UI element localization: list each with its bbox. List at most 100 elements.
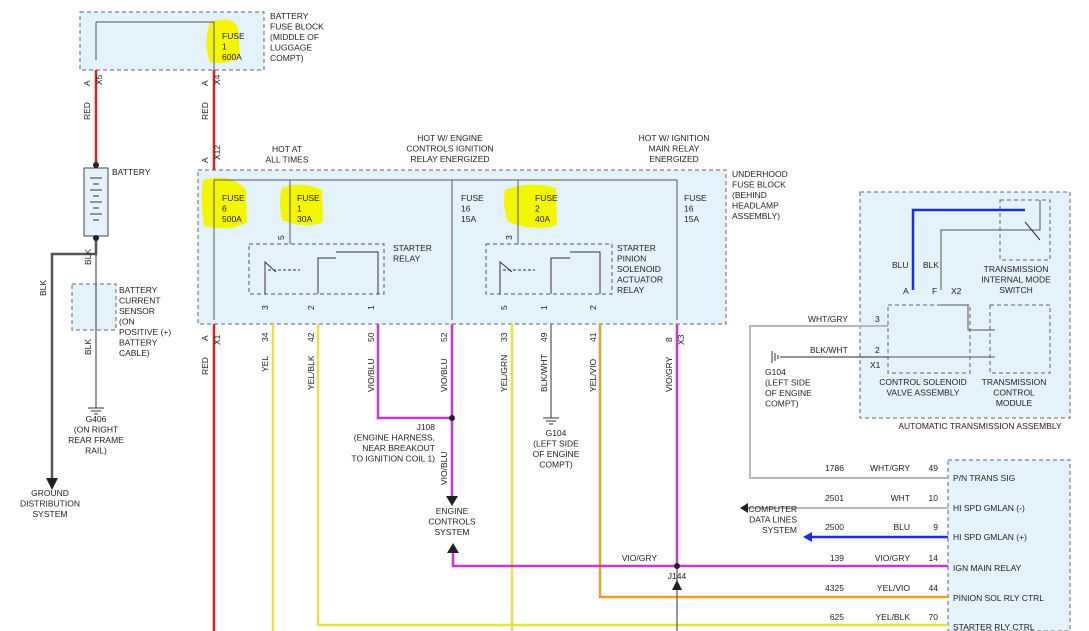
- fuse-6-line-2: 500A: [222, 214, 242, 224]
- ecm-name-5: STARTER RLY CTRL: [953, 622, 1035, 631]
- hot-all-times-line-1: ALL TIMES: [266, 155, 309, 165]
- connector-x1-trans: X1: [870, 360, 881, 370]
- connector-x3: X3: [676, 334, 686, 345]
- fuse-16-b-line-0: FUSE: [684, 193, 707, 203]
- wire-blk-wht-trans: BLK/WHT: [810, 345, 848, 355]
- battery-fuse-block-title-line-4: COMPT): [270, 53, 304, 63]
- underhood-label-line-3: HEADLAMP: [732, 201, 779, 211]
- pinion-relay-label-line-4: RELAY: [617, 285, 645, 295]
- pin-a-trans: A: [903, 286, 909, 296]
- mode-switch-label-line-1: INTERNAL MODE: [981, 275, 1051, 285]
- fuse-1-30a-line-1: 1: [297, 204, 302, 214]
- wire-red-3: RED: [200, 357, 210, 375]
- ecm-circuit-3: 139: [830, 553, 844, 563]
- battery-fuse-block-title-line-3: LUGGAGE: [270, 43, 312, 53]
- fuse-1-30a-line-0: FUSE: [297, 193, 320, 203]
- j108-dot: [449, 415, 455, 421]
- battery-label: BATTERY: [112, 167, 151, 177]
- ecm-connector-box: [947, 459, 1071, 631]
- starter-relay-label-line-1: RELAY: [393, 254, 421, 264]
- g406-label-line-0: G406: [86, 414, 107, 424]
- pin-p1: 1: [539, 305, 549, 310]
- g104-right-label-line-0: G104: [765, 367, 786, 377]
- pinion-relay-box: [485, 243, 613, 295]
- fuse-6-line-1: 6: [222, 204, 227, 214]
- g104-right-label-line-2: OF ENGINE: [765, 388, 812, 398]
- battery-sensor-label-line-2: SENSOR: [119, 306, 155, 316]
- battery-fuse-label-line-1: 1: [222, 42, 227, 52]
- ground-system-label-line-1: DISTRIBUTION: [20, 499, 80, 509]
- pinion-relay-label-line-2: SOLENOID: [617, 264, 661, 274]
- pin-p3: 3: [504, 235, 514, 240]
- hot-all-times-line-0: HOT AT: [272, 144, 302, 154]
- battery-fuse-label-line-0: FUSE: [222, 31, 245, 41]
- fuse-2-40a-line-2: 40A: [535, 214, 550, 224]
- fuse-16-b-line-1: 16: [684, 204, 694, 214]
- starter-relay-label-line-0: STARTER: [393, 243, 432, 253]
- mode-switch-internals: [1024, 221, 1041, 241]
- solenoid-label-line-1: VALVE ASSEMBLY: [886, 388, 960, 398]
- j108-label-line-1: (ENGINE HARNESS,: [354, 433, 435, 443]
- ground-system-label-line-0: GROUND: [31, 488, 69, 498]
- gmlan-plus-arrow: [803, 532, 812, 542]
- battery-fuse-block-title-line-1: FUSE BLOCK: [270, 22, 324, 32]
- engine-controls-label-line-1: CONTROLS: [428, 517, 476, 527]
- g104-right-label-line-1: (LEFT SIDE: [765, 378, 811, 388]
- j108-label-line-3: TO IGNITION COIL 1): [351, 454, 435, 464]
- engine-controls-arrow: [446, 496, 458, 506]
- g104-left-ground-icon: [543, 417, 559, 425]
- pin-50: 50: [366, 332, 376, 342]
- ecm-color-2: BLU: [893, 522, 910, 532]
- wire-vio-blu-2: VIO/BLU: [439, 358, 449, 392]
- computer-lines-label-line-1: DATA LINES: [749, 515, 797, 525]
- pin-r5: 5: [276, 235, 286, 240]
- wire-blk-trans: BLK: [923, 260, 939, 270]
- g104-left-label-line-0: G104: [546, 428, 567, 438]
- wire-red-2: RED: [200, 102, 210, 120]
- g406-label-line-2: REAR FRAME: [68, 435, 124, 445]
- j144-up-arrow: [672, 580, 682, 590]
- pin-49: 49: [539, 332, 549, 342]
- ecm-color-0: WHT/GRY: [870, 463, 910, 473]
- battery-sensor-label-line-0: BATTERY: [119, 285, 158, 295]
- ecm-circuit-5: 625: [830, 612, 844, 622]
- underhood-label-line-2: (BEHIND: [732, 190, 767, 200]
- battery-sensor-label-line-4: POSITIVE (+): [119, 327, 171, 337]
- solenoid-valve-box: [887, 304, 971, 374]
- battery-neg-dot: [93, 235, 99, 241]
- pinion-relay-label-line-0: STARTER: [617, 243, 656, 253]
- wire-vio-gry: VIO/GRY: [664, 356, 674, 392]
- pinion-relay-label-line-1: PINION: [617, 254, 646, 264]
- wire-blu-label: BLU: [892, 260, 909, 270]
- fuse-16-a-line-0: FUSE: [461, 193, 484, 203]
- mode-switch-label-line-0: TRANSMISSION: [984, 264, 1049, 274]
- pin-r2a: 2: [306, 305, 316, 310]
- pinion-relay-internals: [499, 251, 601, 294]
- pin-p5: 5: [499, 305, 509, 310]
- pin-p2: 2: [588, 305, 598, 310]
- pin-f-trans: F: [932, 286, 937, 296]
- engine-controls-label-line-2: SYSTEM: [435, 527, 470, 537]
- ecm-name-1: HI SPD GMLAN (-): [953, 503, 1025, 513]
- hot-ignition-line-0: HOT W/ IGNITION: [639, 133, 710, 143]
- tcm-label-line-0: TRANSMISSION: [982, 377, 1047, 387]
- fuse-16-b-line-2: 15A: [684, 214, 699, 224]
- battery-plates: [90, 177, 102, 221]
- wire-vio-blu-3: VIO/BLU: [439, 451, 449, 485]
- pin-r3a: 3: [260, 305, 270, 310]
- ecm-pin-4: 44: [929, 583, 939, 593]
- ecm-pin-5: 70: [929, 612, 939, 622]
- ecm-color-4: YEL/VIO: [877, 583, 910, 593]
- connector-x5: X5: [94, 74, 104, 85]
- wires: [50, 21, 1041, 631]
- hot-ignition-line-1: MAIN RELAY: [649, 144, 700, 154]
- connector-x12: X12: [212, 145, 222, 160]
- pin-8: 8: [664, 337, 674, 342]
- pin-42: 42: [306, 332, 316, 342]
- pin-41: 41: [588, 332, 598, 342]
- pin-52: 52: [439, 332, 449, 342]
- j144-dot: [674, 563, 680, 569]
- ecm-name-2: HI SPD GMLAN (+): [953, 532, 1027, 542]
- pin-2-trans: 2: [875, 345, 880, 355]
